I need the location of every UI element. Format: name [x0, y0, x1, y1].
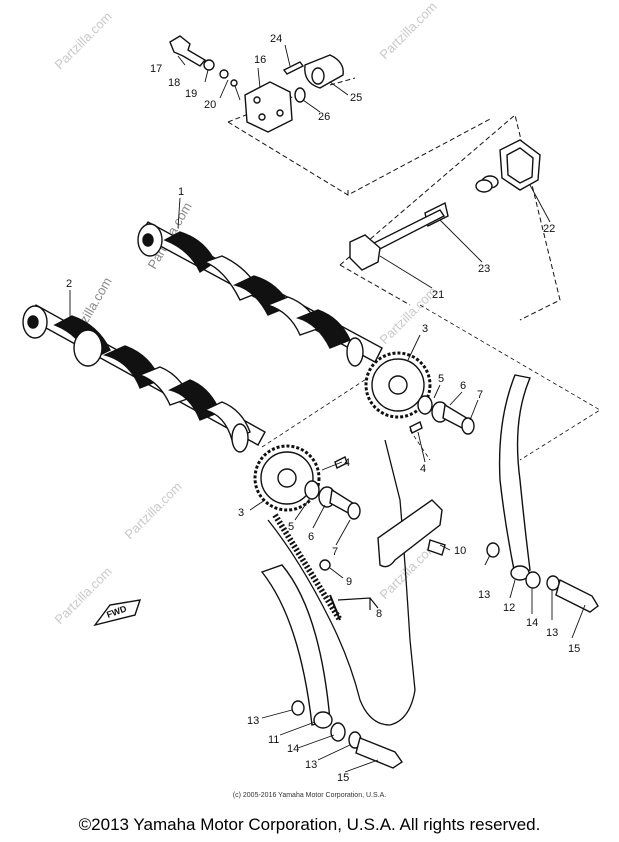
label-15: 15 [337, 772, 349, 784]
washer-14 [525, 571, 541, 589]
label-8: 8 [376, 608, 382, 620]
chain-guide-10 [377, 499, 446, 568]
watermark: Partzilla.com [377, 0, 440, 62]
label-11: 11 [268, 734, 279, 746]
label-14: 14 [526, 617, 538, 629]
washer-13 [291, 700, 305, 716]
label-25: 25 [350, 92, 362, 104]
label-3: 3 [422, 323, 428, 335]
label-5: 5 [288, 521, 294, 533]
label-12: 12 [503, 602, 515, 614]
cam-sprocket-upper [364, 351, 432, 419]
chain-guide-12 [486, 374, 599, 613]
rod-21 [369, 209, 446, 253]
label-21: 21 [432, 289, 444, 301]
rod-head [349, 234, 381, 271]
tensioner-body [244, 81, 293, 133]
label-10: 10 [454, 545, 466, 557]
fwd-arrow: FWD [93, 599, 142, 627]
label-13: 13 [247, 715, 259, 727]
label-24: 24 [270, 33, 282, 45]
copyright-small: (c) 2005-2016 Yamaha Motor Corporation, … [232, 792, 387, 799]
reference-lines-chain [261, 304, 601, 461]
label-14: 14 [287, 743, 299, 755]
nut-19 [219, 69, 229, 79]
bolt-15 [555, 578, 599, 613]
tensioner-cap-25 [304, 54, 344, 89]
watermark: Partzilla.com [52, 9, 115, 72]
copyright-main: ©2013 Yamaha Motor Corporation, U.S.A. A… [78, 815, 541, 834]
cam-chain [267, 439, 416, 726]
camshaft-2 [22, 304, 266, 453]
camshaft-1 [137, 221, 383, 367]
label-20: 20 [204, 99, 216, 111]
label-9: 9 [346, 576, 352, 588]
label-3: 3 [238, 507, 244, 519]
label-13: 13 [546, 627, 558, 639]
label-4: 4 [344, 457, 350, 469]
part-labels: 1 2 3 3 4 4 5 5 6 6 7 7 8 9 10 11 12 13 … [66, 33, 580, 784]
washer-13 [486, 542, 500, 558]
label-2: 2 [66, 278, 72, 290]
bolt-24 [282, 61, 305, 75]
label-6: 6 [308, 531, 314, 543]
tensioner-rod-assembly [349, 139, 541, 271]
label-4: 4 [420, 463, 426, 475]
washer-18 [203, 59, 215, 71]
label-17: 17 [150, 63, 162, 75]
label-7: 7 [477, 389, 483, 401]
cam-sprocket-lower [253, 444, 321, 512]
label-26: 26 [318, 111, 330, 123]
watermark: Partzilla.com [377, 284, 440, 347]
bolt-17 [169, 35, 207, 67]
washer-20 [230, 79, 238, 87]
nut-9 [319, 559, 331, 571]
label-15: 15 [568, 643, 580, 655]
label-13: 13 [305, 759, 317, 771]
label-5: 5 [438, 373, 444, 385]
label-13: 13 [478, 589, 490, 601]
washer-14 [330, 722, 346, 742]
bolt-15 [355, 737, 403, 769]
o-ring-26 [294, 87, 306, 103]
bracket-8 [329, 594, 379, 621]
label-19: 19 [185, 88, 197, 100]
label-1: 1 [178, 186, 184, 198]
watermark: Partzilla.com [122, 479, 185, 542]
label-22: 22 [543, 223, 555, 235]
label-18: 18 [168, 77, 180, 89]
key-4 [409, 421, 423, 434]
label-23: 23 [478, 263, 490, 275]
leader-lines [69, 44, 586, 773]
label-16: 16 [254, 54, 266, 66]
cam-chain-tensioner-assembly [169, 35, 344, 133]
label-6: 6 [460, 380, 466, 392]
chain-guide-11 [260, 564, 403, 769]
label-7: 7 [332, 546, 338, 558]
sprocket-hardware [304, 395, 475, 520]
